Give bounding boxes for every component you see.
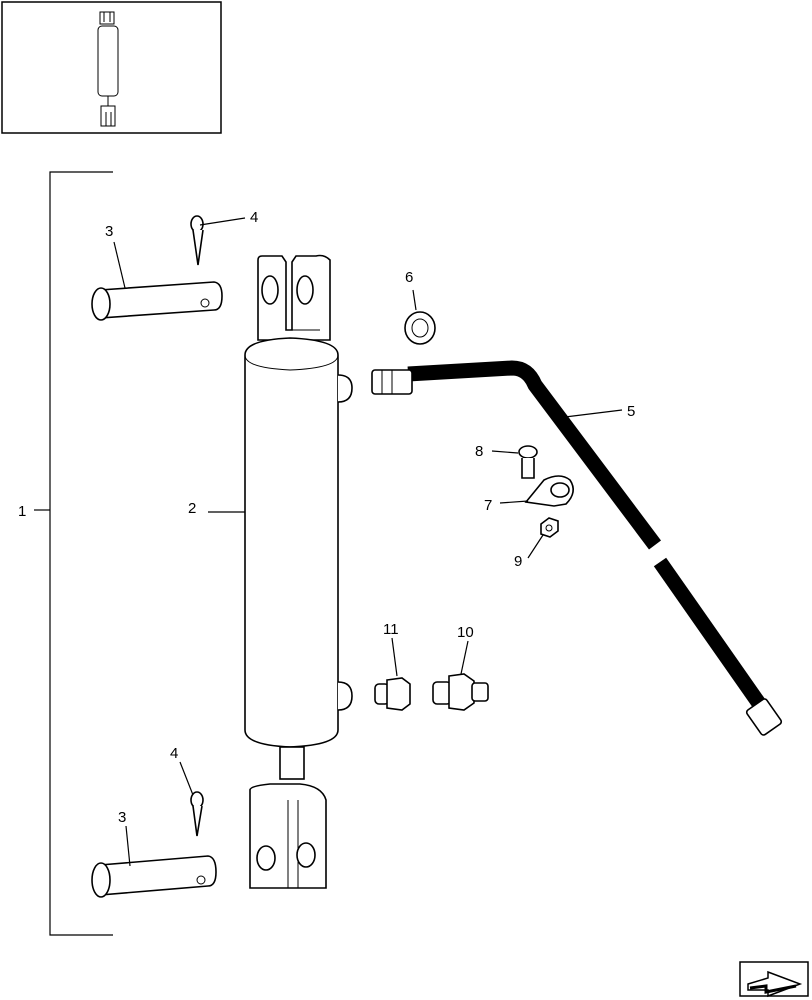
- bolt[interactable]: [518, 445, 538, 479]
- pin-top[interactable]: [91, 281, 223, 321]
- cylinder-thumbnail-icon: [97, 11, 119, 127]
- callout-4-bottom: 4: [170, 745, 178, 762]
- callout-6: 6: [405, 269, 413, 286]
- callout-10: 10: [457, 624, 474, 641]
- leader-lines: [113, 217, 623, 867]
- thumbnail-preview[interactable]: [1, 1, 222, 134]
- callout-7: 7: [484, 497, 492, 514]
- next-page-arrow-icon: [747, 970, 803, 998]
- fitting-ten[interactable]: [432, 673, 489, 711]
- callout-2: 2: [188, 500, 196, 517]
- hex-nut[interactable]: [540, 517, 559, 538]
- callout-9: 9: [514, 553, 522, 570]
- next-page-button[interactable]: [739, 961, 809, 998]
- callout-3-top: 3: [105, 223, 113, 240]
- callout-labels: 1 2 3 3 4 4 5 6 7 8 9 10 11: [18, 209, 635, 826]
- hydraulic-hose[interactable]: [371, 360, 783, 736]
- hose-clamp[interactable]: [524, 475, 574, 507]
- callout-1: 1: [18, 503, 26, 520]
- cotter-pin-bottom[interactable]: [190, 791, 204, 837]
- callout-5: 5: [627, 403, 635, 420]
- assembly-bracket: [34, 171, 113, 936]
- cotter-pin-top[interactable]: [190, 215, 204, 266]
- fitting-eleven[interactable]: [374, 677, 411, 711]
- hydraulic-cylinder[interactable]: [244, 254, 353, 889]
- pin-bottom[interactable]: [91, 855, 217, 898]
- callout-11: 11: [383, 621, 399, 638]
- seal-washer[interactable]: [404, 311, 436, 345]
- callout-4-top: 4: [250, 209, 258, 226]
- callout-8: 8: [475, 443, 483, 460]
- callout-3-bottom: 3: [118, 809, 126, 826]
